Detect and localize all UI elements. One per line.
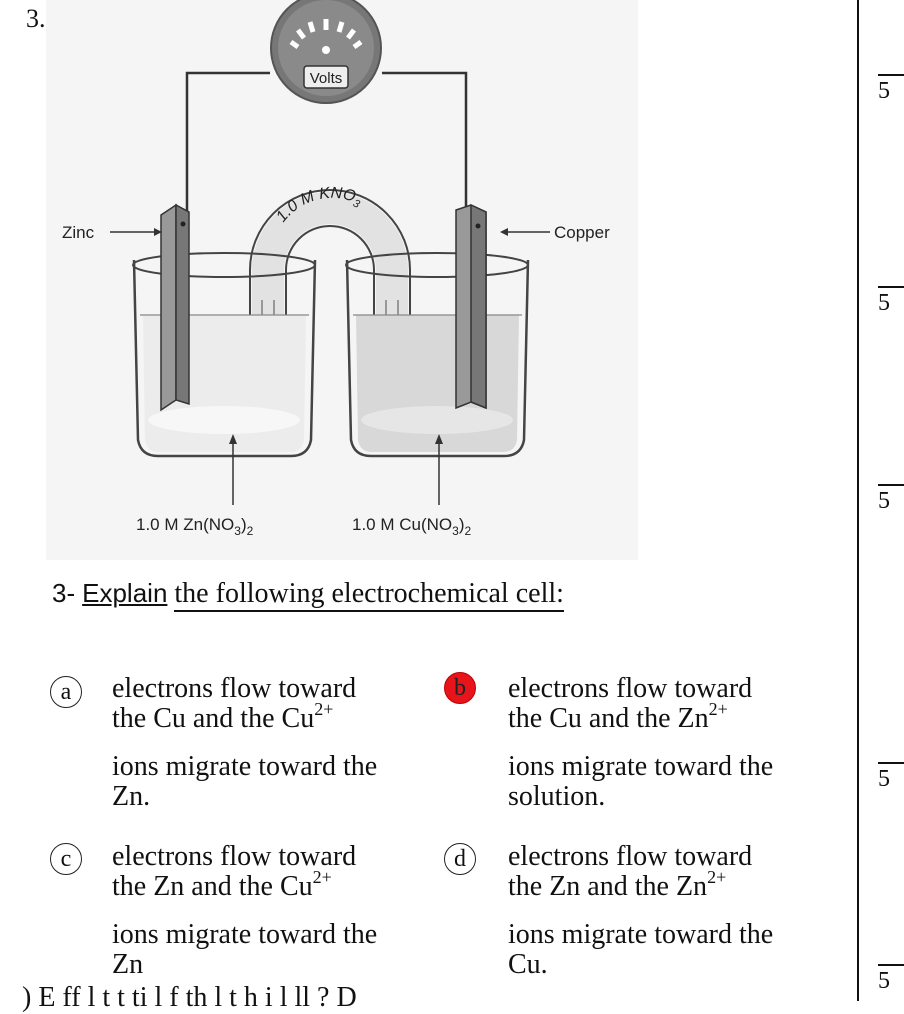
choice-c-line2: the Zn and the Cu2+ bbox=[112, 866, 332, 902]
prompt-number: 3- bbox=[52, 578, 76, 608]
choice-b-line3: ions migrate toward the bbox=[508, 751, 774, 782]
right-wire bbox=[382, 71, 468, 207]
choice-a-line3: ions migrate toward the bbox=[112, 751, 378, 782]
choice-c-line1: electrons flow toward bbox=[112, 841, 357, 872]
choice-a-line1: electrons flow toward bbox=[112, 673, 357, 704]
copper-label: Copper bbox=[554, 223, 610, 242]
question-number: 3. bbox=[26, 4, 46, 33]
choice-a-line4: Zn. bbox=[112, 781, 151, 812]
choice-a[interactable]: electrons flow toward the Cu and the Cu2… bbox=[112, 674, 377, 812]
choice-c-line4: Zn bbox=[112, 949, 144, 980]
choice-b-line1: electrons flow toward bbox=[508, 673, 753, 704]
zinc-solution-label: 1.0 M Zn(NO3)2 bbox=[136, 515, 254, 538]
meter-label: Volts bbox=[310, 70, 343, 87]
cell-diagram: Volts bbox=[62, 0, 610, 538]
question-prompt: 3- Explain the following electrochemical… bbox=[52, 578, 564, 612]
left-wire bbox=[185, 71, 270, 222]
choice-c-radio[interactable]: c bbox=[50, 843, 82, 875]
score-box-2: 5 bbox=[878, 286, 904, 317]
choice-b[interactable]: electrons flow toward the Cu and the Zn2… bbox=[508, 674, 773, 812]
choice-b-line4: solution. bbox=[508, 781, 606, 812]
score-box-5: 5 bbox=[878, 964, 904, 995]
prompt-text: the following electrochemical cell: bbox=[174, 578, 564, 612]
choice-c-line3: ions migrate toward the bbox=[112, 919, 378, 950]
score-box-3: 5 bbox=[878, 484, 904, 515]
choice-b-radio[interactable]: b bbox=[444, 672, 476, 704]
choice-d[interactable]: electrons flow toward the Zn and the Zn2… bbox=[508, 842, 773, 980]
choice-c[interactable]: electrons flow toward the Zn and the Cu2… bbox=[112, 842, 377, 980]
choice-d-line2: the Zn and the Zn2+ bbox=[508, 866, 727, 902]
choice-a-radio[interactable]: a bbox=[50, 676, 82, 708]
choice-b-line2: the Cu and the Zn2+ bbox=[508, 698, 728, 734]
choice-a-line2: the Cu and the Cu2+ bbox=[112, 698, 334, 734]
score-box-4: 5 bbox=[878, 762, 904, 793]
score-box-1: 5 bbox=[878, 74, 904, 105]
choice-d-line3: ions migrate toward the bbox=[508, 919, 774, 950]
choice-d-radio[interactable]: d bbox=[444, 843, 476, 875]
next-question-cut-off: ) E ff l t t ti l f th l t h i l ll ? D bbox=[22, 982, 357, 1013]
margin-divider bbox=[857, 0, 859, 1001]
choice-d-line1: electrons flow toward bbox=[508, 841, 753, 872]
choice-d-line4: Cu. bbox=[508, 949, 548, 980]
copper-solution-label: 1.0 M Cu(NO3)2 bbox=[352, 515, 472, 538]
zinc-electrode bbox=[160, 203, 177, 412]
prompt-verb: Explain bbox=[82, 578, 168, 608]
voltmeter bbox=[270, 0, 382, 104]
zinc-label: Zinc bbox=[62, 223, 95, 242]
electrochemical-cell-figure: Volts bbox=[46, 0, 638, 560]
